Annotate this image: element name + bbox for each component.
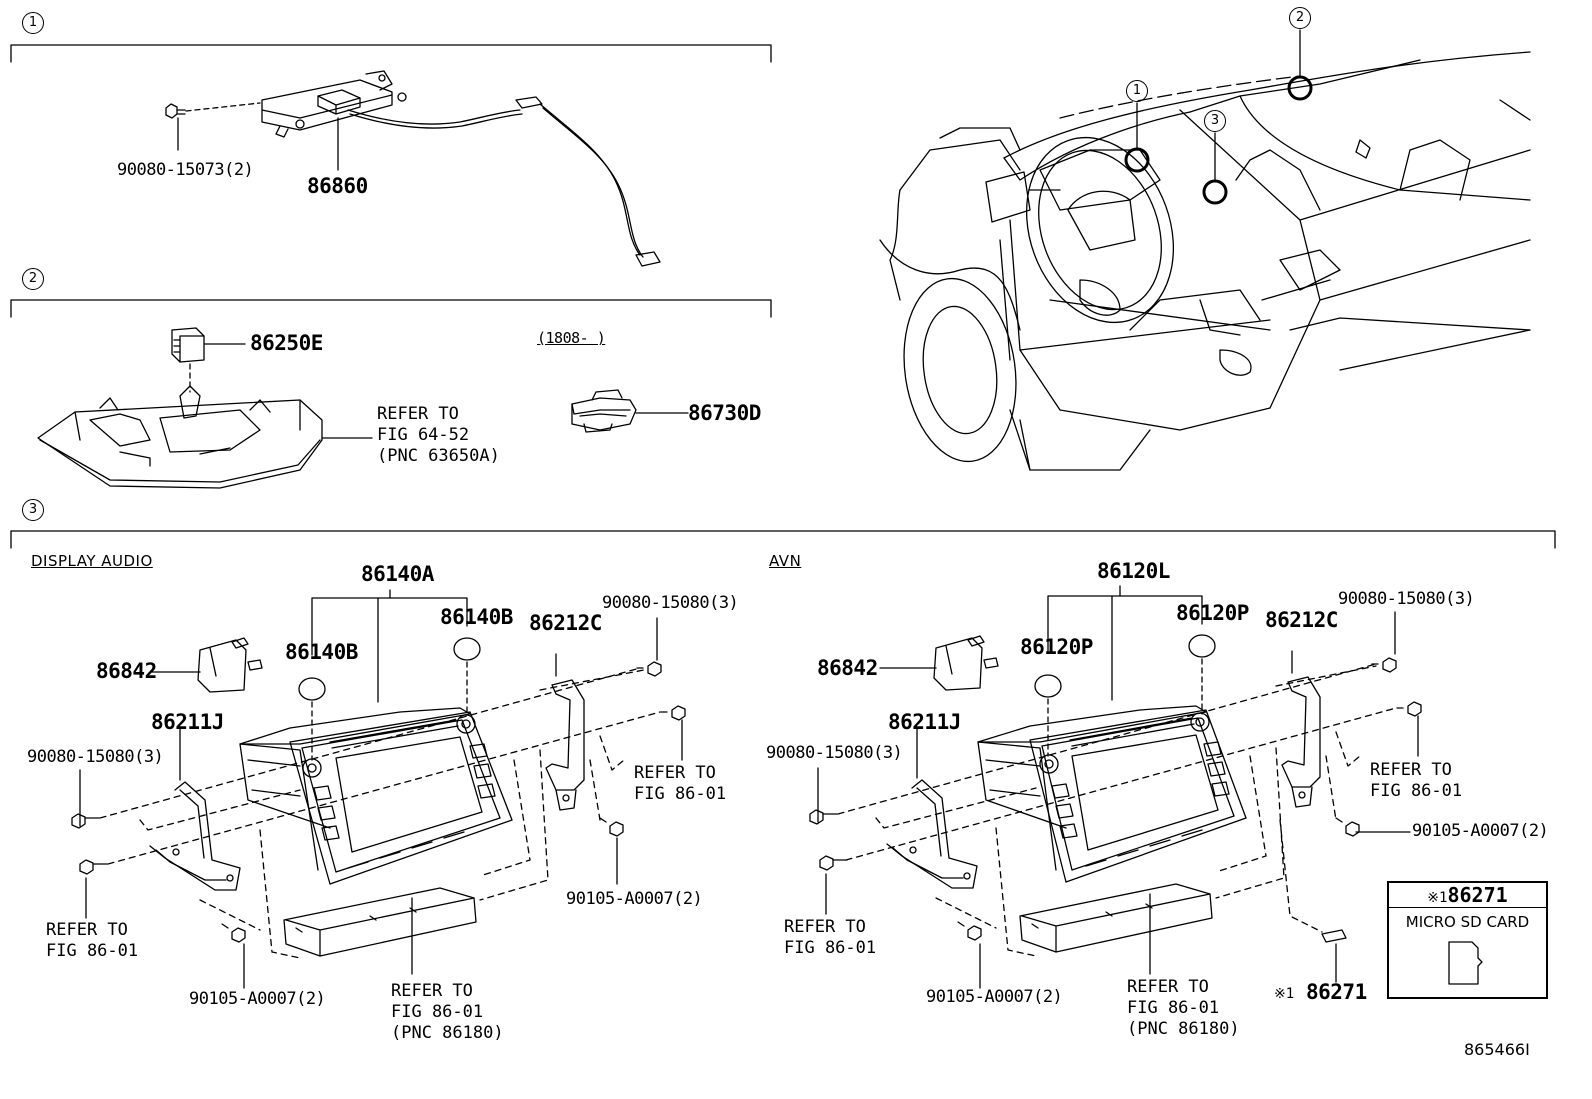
label-refer-pnc-86180-a: REFER TO FIG 86-01 (PNC 86180) <box>391 981 504 1043</box>
vehicle-cutaway-drawing <box>879 29 1531 471</box>
label-date-range: (1808- ) <box>537 329 606 347</box>
header-avn: AVN <box>769 552 802 570</box>
micro-sd-card-box-header: ※186271 <box>1389 883 1546 908</box>
figure-id: 865466I <box>1464 1040 1530 1059</box>
label-refer-fig-86-01-right-b: REFER TO FIG 86-01 <box>1370 760 1463 801</box>
label-part-86120P-left: 86120P <box>1020 635 1093 659</box>
label-refer-fig-86-01-left-b: REFER TO FIG 86-01 <box>784 917 877 958</box>
label-screw-90080-15080-left: 90080-15080(3) <box>27 747 164 767</box>
label-part-86120P-right: 86120P <box>1176 601 1249 625</box>
display-audio-drawing <box>71 589 686 989</box>
label-refer-fig-64-52: REFER TO FIG 64-52 (PNC 63650A) <box>377 404 500 466</box>
antenna-86730D-drawing <box>571 389 689 433</box>
label-bolt-90080-15073: 90080-15073(2) <box>117 160 254 180</box>
label-refer-fig-86-01-right-a: REFER TO FIG 86-01 <box>634 763 727 804</box>
section-1-bracket <box>10 44 772 63</box>
micro-sd-card-note-mark: ※1 <box>1427 890 1448 906</box>
label-bolt-90105-A0007-bottom-b: 90105-A0007(2) <box>926 987 1063 1007</box>
label-part-86140B-left: 86140B <box>285 640 358 664</box>
switch-86250E-drawing <box>171 327 246 393</box>
micro-sd-card-box: ※186271 MICRO SD CARD <box>1387 881 1548 999</box>
label-bolt-90105-A0007-right-b: 90105-A0007(2) <box>1412 821 1549 841</box>
section-2-number: 2 <box>22 268 44 290</box>
vehicle-callout-1: 1 <box>1126 80 1148 102</box>
label-part-86271: 86271 <box>1306 980 1367 1004</box>
section-3-bracket <box>10 530 1556 549</box>
label-part-86860: 86860 <box>307 174 368 198</box>
label-part-86730D: 86730D <box>688 401 761 425</box>
header-display-audio: DISPLAY AUDIO <box>31 552 153 570</box>
label-refer-pnc-86180-b: REFER TO FIG 86-01 (PNC 86180) <box>1127 977 1240 1039</box>
label-part-86140B-right: 86140B <box>440 605 513 629</box>
micro-sd-card-label: MICRO SD CARD <box>1405 913 1530 931</box>
label-part-86212C-right: 86212C <box>1265 608 1338 632</box>
vehicle-callout-3: 3 <box>1204 110 1226 132</box>
console-63650A-drawing <box>37 385 373 489</box>
label-refer-fig-86-01-left-a: REFER TO FIG 86-01 <box>46 920 139 961</box>
micro-sd-card-part: 86271 <box>1447 883 1508 907</box>
micro-sd-card-icon <box>1448 941 1483 985</box>
label-part-86842-right: 86842 <box>817 656 878 680</box>
label-part-86211J-right: 86211J <box>888 710 961 734</box>
label-bolt-90105-A0007-bottom-a: 90105-A0007(2) <box>189 989 326 1009</box>
vehicle-callout-2: 2 <box>1289 7 1311 29</box>
label-part-86842-left: 86842 <box>96 659 157 683</box>
avn-drawing <box>809 585 1422 989</box>
label-part-86140A: 86140A <box>361 562 434 586</box>
section-1-number: 1 <box>22 12 44 34</box>
label-part-86120L: 86120L <box>1097 559 1170 583</box>
section-2-bracket <box>10 299 772 318</box>
label-screw-90080-15080-top-right: 90080-15080(3) <box>1338 589 1475 609</box>
label-screw-90080-15080-right: 90080-15080(3) <box>766 743 903 763</box>
section-3-number: 3 <box>22 499 44 521</box>
label-part-86211J-left: 86211J <box>151 710 224 734</box>
label-bolt-90105-A0007-right-a: 90105-A0007(2) <box>566 889 703 909</box>
label-screw-90080-15080-top-left: 90080-15080(3) <box>602 593 739 613</box>
label-part-86212C-left: 86212C <box>529 611 602 635</box>
label-sd-note-mark: ※1 <box>1274 986 1295 1002</box>
module-86860-drawing <box>165 70 661 267</box>
label-part-86250E: 86250E <box>250 331 323 355</box>
